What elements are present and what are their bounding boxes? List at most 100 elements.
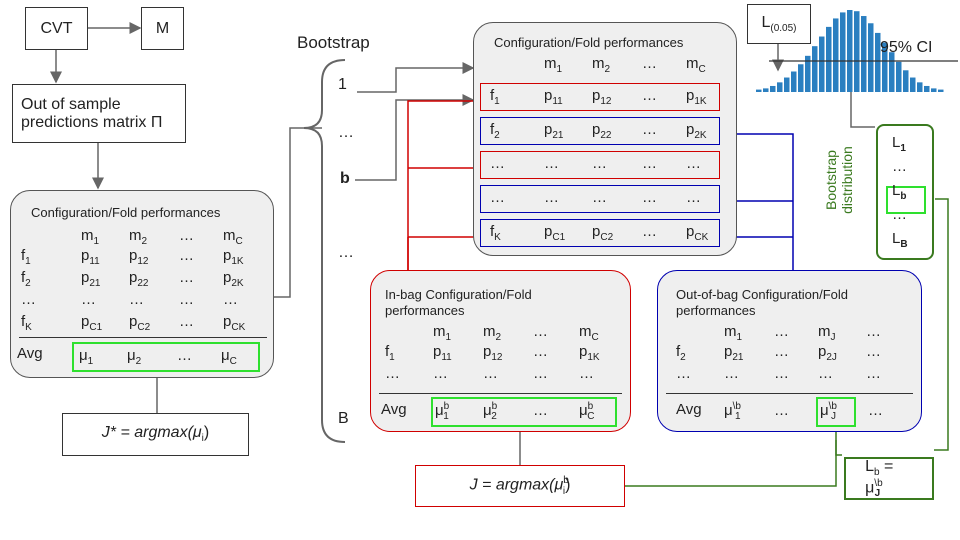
histogram-bar (931, 88, 937, 92)
oob-cell: f2 (676, 343, 686, 363)
oob-row-outline (480, 185, 720, 213)
left-avg-cell-main: μ (221, 347, 230, 364)
center-header-cell-sub: 1 (556, 64, 563, 75)
center-cell: … (592, 189, 607, 209)
left-cell: … (179, 313, 194, 333)
oob-header-cell-main: m (724, 323, 737, 340)
oob-cell-main: … (774, 365, 789, 382)
histogram-bar (847, 10, 853, 92)
oob-cell-main: … (866, 365, 881, 382)
j-sub: i (562, 485, 566, 497)
oob-avg-cell-main: μ (724, 402, 733, 419)
left-cell-main: p (81, 247, 90, 264)
oob-avg-cell: … (868, 401, 883, 422)
center-cell-main: … (642, 121, 657, 138)
l005-L: L (761, 13, 771, 31)
oob-header-cell: … (774, 323, 789, 343)
green-oob-to-lb (835, 440, 842, 456)
left-header-cell-sub: C (235, 236, 243, 247)
inbag-cell: p11 (433, 343, 452, 363)
oob-avg-cell-main: … (774, 402, 789, 419)
center-cell-sub: 11 (552, 96, 563, 107)
histogram-bar (812, 46, 818, 92)
histogram-bar (777, 82, 783, 92)
left-cell-main: p (223, 313, 232, 330)
left-cell-sub: 11 (89, 256, 100, 267)
left-cell-main: … (179, 247, 194, 264)
left-avg-cell-main: … (177, 347, 192, 364)
left-cell-main: … (179, 269, 194, 286)
dist-item-main: … (892, 158, 907, 175)
oob-cell: … (866, 365, 881, 385)
inbag-avg-cell-sup: b (491, 401, 498, 412)
dist-item: LB (892, 230, 908, 250)
histogram-bar (805, 55, 811, 92)
bootstrap-histogram (756, 10, 944, 93)
left-cell-main: … (81, 291, 96, 308)
oos-box: Out of sample predictions matrix Π (12, 84, 186, 143)
oob-avg-cell-sub: 1 (735, 411, 741, 422)
histogram-bar (861, 16, 867, 92)
oob-avg-cell-sup: \b (828, 401, 837, 412)
inbag-cell-main: … (533, 365, 548, 382)
oob-cell-main: … (774, 343, 789, 360)
left-cell-main: p (81, 269, 90, 286)
center-cell: … (686, 189, 701, 209)
oob-title-2: performances (676, 303, 756, 318)
oob-header-cell-main: m (818, 323, 831, 340)
center-cell: … (544, 155, 559, 175)
left-cell: … (223, 291, 238, 311)
inbag-header-cell-main: m (579, 323, 592, 340)
m-label: M (155, 19, 170, 37)
arrow-1-panel (357, 62, 475, 93)
histogram-bar (889, 52, 895, 92)
l005-sub: (0.05) (770, 23, 797, 35)
inbag-cell-main: p (483, 343, 492, 360)
left-avg-cell: μ1 (79, 347, 93, 367)
oob-cell: … (774, 343, 789, 363)
j-sup: b (563, 475, 569, 487)
center-cell-main: … (686, 155, 701, 172)
center-header-cell: mC (686, 55, 706, 75)
dist-item-main: L (892, 230, 901, 247)
inbag-avg-cell-main: μ (435, 402, 444, 419)
jstar-formula: J* = argmax(μi) (102, 424, 209, 444)
center-header-cell: … (642, 55, 657, 75)
histogram-bar (868, 23, 874, 92)
left-cell-sub: 2K (231, 278, 244, 289)
histogram-bar (770, 85, 776, 92)
oob-title-1: Out-of-bag Configuration/Fold (676, 287, 848, 302)
lb-eq: = μ (865, 457, 894, 497)
histogram-bar (924, 85, 930, 92)
j-text: J = argmax(μ (469, 476, 564, 494)
left-header-cell-sub: 1 (93, 236, 100, 247)
center-cell: … (490, 155, 505, 175)
center-header-cell-sub: C (698, 64, 706, 75)
index-B: B (338, 410, 349, 427)
oob-cell-main: … (866, 343, 881, 360)
oob-cell-main: p (818, 343, 827, 360)
center-header-cell-main: m (544, 55, 557, 72)
inbag-header-cell-main: … (533, 323, 548, 340)
inbag-cell: … (433, 365, 448, 385)
left-avg-cell-main: μ (79, 347, 88, 364)
left-cell: … (179, 291, 194, 311)
center-cell: p21 (544, 121, 563, 141)
inbag-header-cell-sub: C (591, 332, 599, 343)
inbag-cell-main: … (483, 365, 498, 382)
left-cell: fK (21, 313, 32, 333)
histogram-bar (791, 71, 797, 92)
left-cell: p1K (223, 247, 244, 267)
left-header-cell-main: m (223, 227, 236, 244)
center-cell-main: … (490, 155, 505, 172)
boot-dist-line1: Bootstrap (823, 150, 839, 210)
oob-cell-main: … (724, 365, 739, 382)
left-cell-main: p (129, 313, 138, 330)
boot-dist-label: Bootstrap distribution (823, 110, 855, 250)
center-cell-main: f (490, 223, 495, 240)
oob-header-cell-main: … (866, 323, 881, 340)
histogram-bar (882, 42, 888, 92)
center-cell-main: f (490, 121, 495, 138)
boot-dist-line2: distribution (839, 146, 855, 214)
